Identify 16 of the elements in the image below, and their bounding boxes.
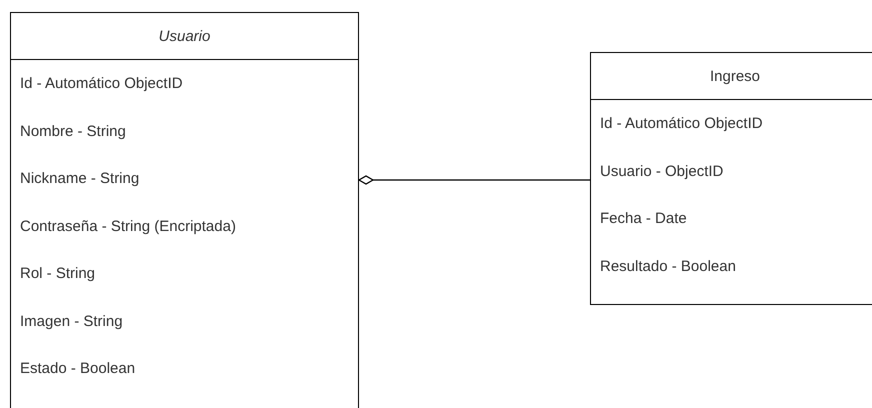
- class-name: Usuario: [158, 28, 210, 44]
- attribute-text: Estado - Boolean: [20, 360, 136, 378]
- attribute-text: Id - Automático ObjectID: [20, 75, 183, 92]
- class-box: [10, 12, 359, 408]
- attribute-text: Id - Automático ObjectID: [600, 115, 763, 132]
- aggregation-line: [358, 175, 590, 185]
- attribute-text: Nombre - String: [20, 122, 126, 140]
- attribute-text: Contraseña - String (Encriptada): [20, 218, 236, 235]
- class-box: [590, 52, 872, 305]
- attribute-text: Fecha - Date: [600, 210, 687, 228]
- attribute-text: Nickname - String: [20, 170, 140, 188]
- class-name: Ingreso: [710, 68, 760, 84]
- attribute-text: Usuario - ObjectID: [600, 162, 724, 180]
- attribute-text: Rol - String: [20, 265, 96, 282]
- attribute-text: Imagen - String: [20, 312, 123, 330]
- attribute-text: Resultado - Boolean: [600, 258, 736, 275]
